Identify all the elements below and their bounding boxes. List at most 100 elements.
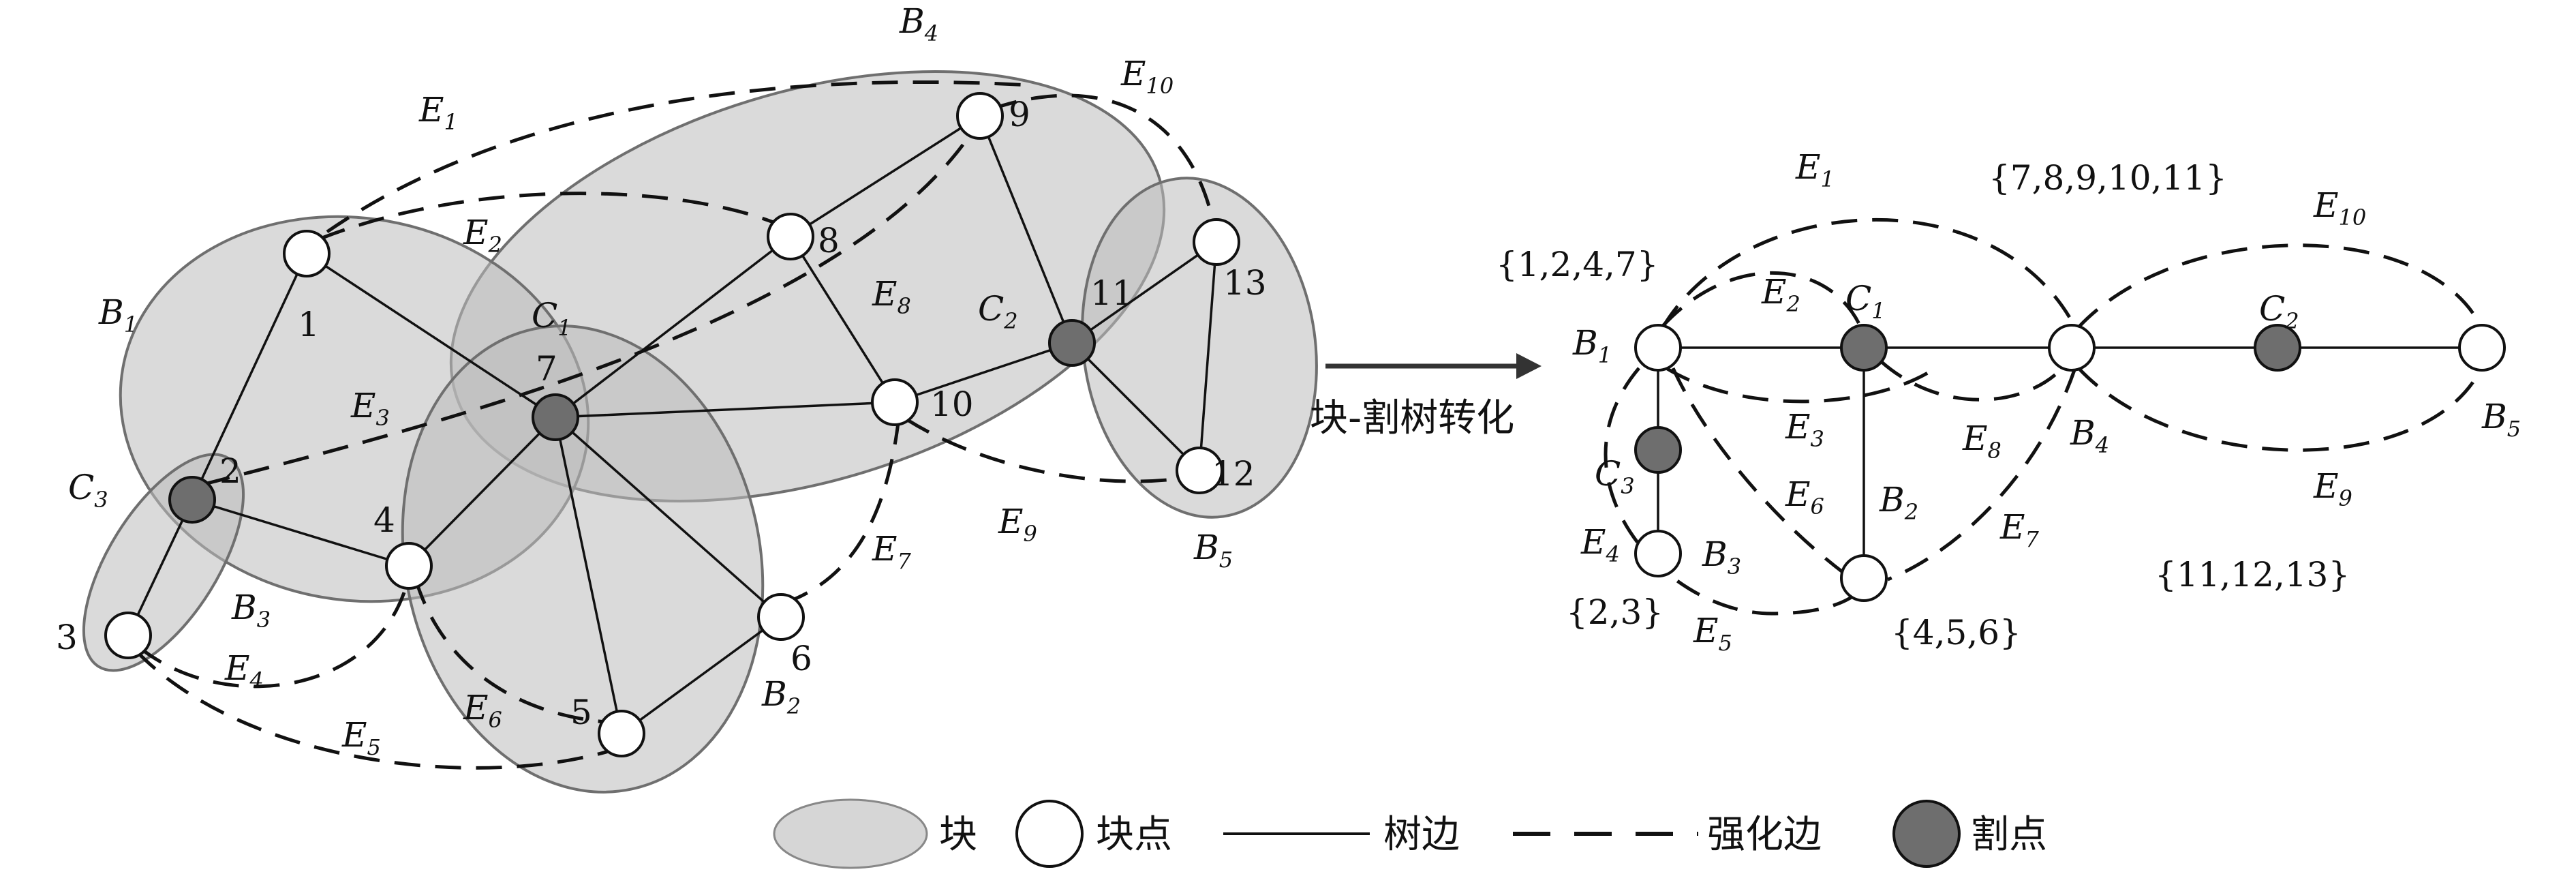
tree-label-b1: B1 [1572, 323, 1612, 368]
reinforce-edge-e5 [1604, 367, 1865, 616]
tree-node-b2 [1840, 554, 1888, 602]
node-label: 7 [536, 349, 557, 389]
edge-label-e4: E4 [224, 648, 264, 693]
block-b5-region [1081, 177, 1318, 519]
tree-label-c1: C1 [1845, 279, 1886, 324]
tree-edge-1-7 [306, 252, 556, 419]
cut-label-c2: C2 [978, 289, 1018, 334]
tree-edge-11-13 [1071, 241, 1218, 344]
cut-label-c1: C1 [532, 296, 572, 341]
right-block-labels: B1 B2 B3 B4 B5 [1572, 323, 2521, 579]
tree-edge-5-6 [620, 616, 782, 735]
node-label: 1 [298, 305, 320, 344]
node-label: 8 [818, 221, 840, 260]
set-b5: {11,12,13} [2155, 555, 2350, 594]
node-5 [598, 710, 645, 757]
vertex-set-labels: {1,2,4,7} {7,8,9,10,11} {2,3} {4,5,6} {1… [1496, 158, 2350, 652]
tree-label-b5: B5 [2481, 397, 2521, 442]
node-label: 11 [1090, 273, 1134, 313]
tree-edge-10-11 [894, 342, 1073, 404]
tree-label-c2: C2 [2259, 289, 2299, 334]
tree-edge-label-e7: E7 [1999, 507, 2040, 552]
tree-edge-label-e4: E4 [1580, 522, 1620, 567]
edge-label-e5: E5 [341, 715, 381, 760]
set-b2: {4,5,6} [1891, 613, 2021, 652]
node-4 [385, 542, 433, 590]
node-7-cut [532, 393, 579, 441]
block-label-b3: B3 [231, 588, 271, 633]
reinforce-edge-e7 [1887, 367, 2077, 582]
tree-node-c1 [1840, 324, 1888, 372]
block-label-b4: B4 [899, 1, 938, 46]
tree-edge-1-2 [191, 253, 308, 500]
block-label-b2: B2 [761, 674, 801, 719]
tree-edge-8-10 [789, 236, 896, 403]
right-reinforce-edges [1604, 218, 2483, 616]
tree-edge-2-4 [191, 498, 410, 567]
node-9 [956, 92, 1004, 140]
reinforce-edge-e9 [2077, 367, 2483, 452]
tree-edge-7-6 [554, 416, 782, 618]
graph-nodes [104, 92, 1240, 757]
tree-edge-label-e8: E8 [1962, 419, 2002, 464]
edge-label-e2: E2 [463, 213, 502, 258]
node-label: 6 [791, 639, 812, 678]
tree-label-b3: B3 [1702, 534, 1741, 579]
reinforce-edge-e5 [135, 650, 614, 770]
node-2-cut [168, 476, 216, 524]
left-block-labels: B1 B2 B3 B4 B5 [98, 1, 1233, 719]
tree-node-b3 [1634, 530, 1682, 577]
edge-label-e1: E1 [418, 90, 458, 135]
tree-edge-12-13 [1198, 241, 1218, 471]
cut-label-c3: C3 [68, 468, 108, 513]
reinforce-edge-e2 [320, 192, 781, 241]
right-edge-labels: E1 E2 E3 E4 E5 E6 E7 E8 E9 E10 [1580, 147, 2366, 656]
reinforce-edge-e1 [1661, 218, 2077, 329]
tree-edge-label-e3: E3 [1785, 407, 1824, 452]
node-1 [283, 230, 331, 277]
node-label: 2 [219, 451, 241, 491]
left-graph: 1 2 3 4 5 6 7 8 9 10 11 12 13 B1 B2 B3 B… [56, 1, 1318, 794]
right-tree: B1 B2 B3 B4 B5 C1 C2 C3 E1 E2 E3 E4 E5 E… [1496, 147, 2521, 656]
reinforce-edge-e1 [326, 80, 1030, 234]
edge-label-e10: E10 [1120, 54, 1174, 99]
legend-block-label: 块 [939, 813, 977, 857]
set-b3: {2,3} [1566, 592, 1663, 632]
node-label: 4 [373, 500, 395, 540]
edge-label-e7: E7 [872, 529, 912, 574]
legend-cut-node-swatch [1892, 800, 1961, 868]
node-8 [767, 213, 814, 260]
node-label: 12 [1212, 454, 1255, 494]
reinforce-edge-e6 [414, 579, 614, 725]
tree-edge-8-9 [790, 115, 981, 238]
node-label: 9 [1009, 95, 1030, 134]
tree-node-c2 [2254, 324, 2301, 372]
edge-label-e9: E9 [998, 502, 1037, 547]
reinforce-edge-e6 [1671, 367, 1845, 574]
left-edge-labels: E1 E2 E3 E4 E5 E6 E7 E8 E9 E10 [224, 54, 1174, 760]
tree-label-b4: B4 [2070, 413, 2109, 458]
tree-edge-label-e5: E5 [1693, 611, 1732, 656]
legend: 块 块点 树边 强化边 割点 [773, 798, 2047, 869]
edge-label-e6: E6 [463, 688, 502, 733]
block-label-b5: B5 [1193, 528, 1233, 573]
tree-edge-label-e9: E9 [2313, 466, 2352, 511]
right-cut-labels: C1 C2 C3 [1595, 279, 2299, 499]
node-label: 10 [930, 385, 974, 424]
node-10 [871, 378, 919, 426]
node-number-labels: 1 2 3 4 5 6 7 8 9 10 11 12 13 [56, 95, 1267, 732]
reinforce-edge-e9 [905, 417, 1190, 483]
tree-edge-label-e2: E2 [1761, 272, 1800, 317]
tree-edge-11-12 [1071, 342, 1201, 472]
reinforce-edge-e2 [1661, 271, 1861, 327]
reinforce-edge-e10 [2077, 243, 2483, 329]
left-cut-labels: C1 C2 C3 [68, 289, 1018, 513]
tree-edge-label-e6: E6 [1785, 474, 1824, 519]
legend-block-swatch [773, 798, 928, 869]
set-b1: {1,2,4,7} [1496, 245, 1659, 284]
edge-label-e8: E8 [872, 274, 911, 319]
tree-edge-2-3 [127, 499, 194, 636]
reinforce-edge-e3 [204, 125, 978, 486]
edge-label-e3: E3 [350, 386, 390, 431]
